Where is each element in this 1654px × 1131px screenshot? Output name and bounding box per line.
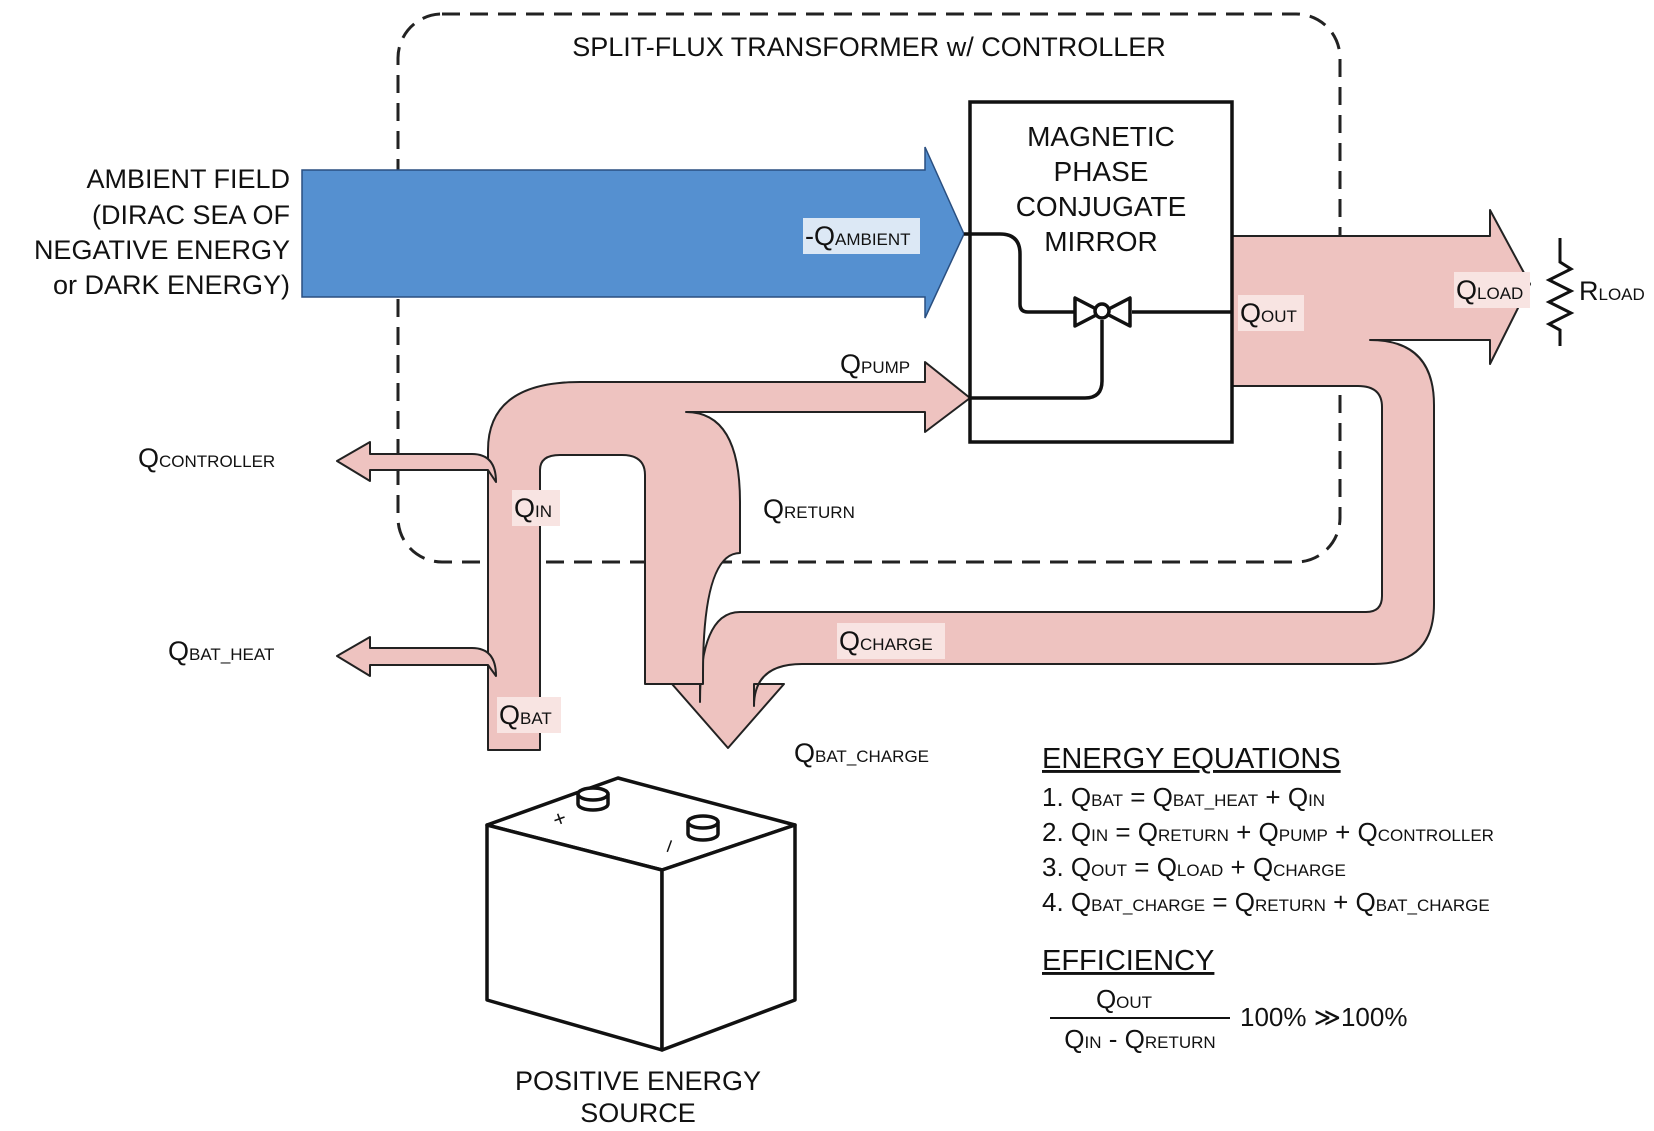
pump-input-wire — [970, 320, 1104, 400]
equation-1: 1. QBAT = QBAT_HEAT + QIN — [1042, 782, 1325, 812]
efficiency-denominator: QIN - QRETURN — [1064, 1024, 1215, 1054]
label-q-in: QIN — [514, 493, 552, 523]
bat-heat-branch-arrow — [336, 636, 497, 677]
charge-label-bg — [837, 623, 945, 659]
ambient-field-line-3: NEGATIVE ENERGY — [34, 235, 290, 265]
mirror-label-line-3: CONJUGATE — [1016, 191, 1187, 222]
label-q-load: QLOAD — [1456, 275, 1523, 305]
battery-terminal-negative — [686, 814, 720, 842]
energy-flow-network — [336, 209, 1531, 751]
battery-caption-line-1: POSITIVE ENERGY — [515, 1066, 761, 1096]
battery-caption-line-2: SOURCE — [580, 1098, 696, 1126]
battery-icon — [485, 776, 797, 1052]
ambient-field-line-4: or DARK ENERGY) — [53, 270, 290, 300]
mirror-label-line-2: PHASE — [1054, 156, 1149, 187]
label-q-ambient: -QAMBIENT — [805, 221, 911, 251]
out-to-load-arrow — [671, 209, 1531, 749]
mirror-label-line-1: MAGNETIC — [1027, 121, 1175, 152]
bat-label-bg — [497, 697, 561, 733]
label-q-controller: QCONTROLLER — [138, 443, 275, 473]
bat-to-pump-return-flow — [487, 361, 971, 751]
energy-equations-header: ENERGY EQUATIONS — [1042, 743, 1341, 775]
equation-4: 4. QBAT_CHARGE = QRETURN + QBAT_CHARGE — [1042, 887, 1490, 917]
enclosure-title: SPLIT-FLUX TRANSFORMER w/ CONTROLLER — [572, 32, 1166, 62]
ambient-field-line-1: AMBIENT FIELD — [86, 164, 290, 194]
ambient-field-line-2: (DIRAC SEA OF — [92, 200, 290, 230]
label-q-charge: QCHARGE — [839, 626, 933, 656]
label-q-bat-charge: QBAT_CHARGE — [794, 738, 929, 768]
in-label-bg — [512, 490, 560, 526]
controller-branch-arrow — [336, 441, 497, 483]
load-resistor-icon — [1545, 238, 1575, 346]
ambient-input-wire — [964, 232, 1075, 314]
load-label-bg — [1454, 272, 1530, 308]
label-q-bat: QBAT — [499, 700, 552, 730]
mixing-valve-icon — [1073, 296, 1132, 328]
label-r-load: RLOAD — [1579, 276, 1645, 306]
ambient-field-arrow — [301, 146, 965, 319]
efficiency-numerator: QOUT — [1096, 984, 1152, 1014]
out-label-bg — [1238, 295, 1304, 331]
equation-2: 2. QIN = QRETURN + QPUMP + QCONTROLLER — [1042, 817, 1494, 847]
battery-side-face — [660, 823, 797, 1052]
label-q-pump: QPUMP — [840, 349, 910, 379]
efficiency-result: 100% ≫100% — [1240, 1002, 1407, 1032]
label-q-bat-heat: QBAT_HEAT — [168, 636, 274, 666]
mirror-label-line-4: MIRROR — [1044, 226, 1158, 257]
equation-3: 3. QOUT = QLOAD + QCHARGE — [1042, 852, 1346, 882]
label-q-out: QOUT — [1240, 298, 1297, 328]
battery-terminal-positive — [576, 786, 610, 812]
label-q-return: QRETURN — [763, 494, 855, 524]
ambient-label-bg — [803, 218, 920, 254]
efficiency-header: EFFICIENCY — [1042, 945, 1214, 977]
